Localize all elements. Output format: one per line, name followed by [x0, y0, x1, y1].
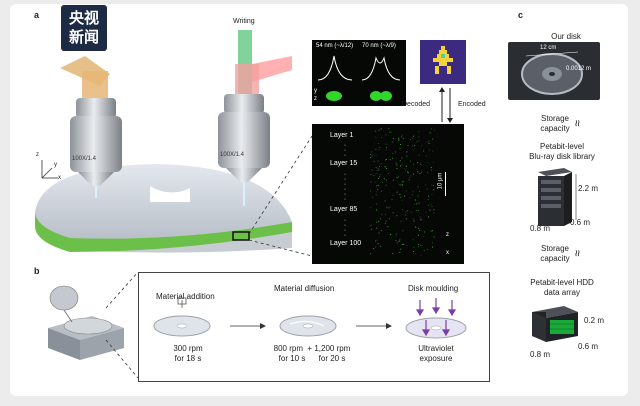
psf-label-left: 54 nm (~λ/12) — [316, 43, 354, 49]
disk-edge — [70, 222, 292, 252]
hdd-height-label: 0.2 m — [584, 316, 605, 325]
axis-gizmo — [41, 160, 58, 179]
psf-axis-y: y — [314, 88, 317, 94]
psf-plot — [317, 55, 401, 101]
step-3-title: Disk moulding — [408, 284, 459, 293]
layer-dots-1: ··· — [343, 142, 347, 159]
approx-icon-2: ≈ — [570, 249, 585, 257]
layer-label-1: Layer 1 — [330, 132, 354, 139]
layer-dots-2: ······ — [343, 171, 347, 203]
layer-stack-panel — [312, 124, 464, 264]
bluray-depth-label: 0.6 m — [570, 218, 591, 227]
pixel-figure-icon — [433, 46, 453, 74]
layer-dot-texture — [370, 128, 435, 256]
approx-icon-1: ≈ — [570, 119, 585, 127]
hdd-depth-label: 0.6 m — [578, 342, 599, 351]
encoded-label: Encoded — [458, 101, 486, 108]
layer-label-100: Layer 100 — [330, 240, 362, 247]
process-disks — [153, 297, 467, 339]
zoom-connector-lines — [105, 271, 139, 379]
disk-writing-illustration — [35, 30, 313, 257]
scale-bar-label: 10 μm — [437, 172, 444, 190]
step-1-title: Material addition — [156, 292, 215, 301]
storage-capacity-label-1: Storage capacity — [540, 114, 570, 133]
step-2-title: Material diffusion — [274, 284, 335, 293]
objective-right — [224, 94, 264, 114]
bluray-library-title: Petabit-level Blu-ray disk library — [529, 142, 595, 161]
bluray-width-label: 0.8 m — [530, 224, 551, 233]
layer-dots-3: ···· — [343, 217, 347, 239]
step-3-desc: Ultraviolet exposure — [418, 344, 454, 363]
objective-left — [76, 98, 116, 118]
axis-z-label: z — [36, 152, 39, 158]
step-1-desc: 300 rpm for 18 s — [173, 344, 203, 363]
objective-label-left: 100X/1.4 — [72, 156, 97, 162]
layer-label-15: Layer 15 — [330, 160, 358, 167]
panel-label-a: a — [34, 10, 40, 20]
cctv-news-logo: 央视 新闻 — [61, 5, 107, 51]
codec-arrows — [439, 87, 453, 123]
writing-label: Writing — [233, 18, 255, 25]
stack-axis-x: x — [446, 250, 449, 256]
spin-coater-icon — [48, 285, 124, 360]
psf-label-right: 70 nm (~λ/9) — [362, 43, 396, 49]
psf-axis-z: z — [314, 96, 317, 102]
axis-x-label: x — [58, 175, 61, 181]
panel-label-c: c — [518, 10, 524, 20]
hdd-array-title: Petabit-level HDD data array — [530, 278, 594, 297]
storage-capacity-label-2: Storage capacity — [540, 244, 570, 263]
hdd-array-icon — [532, 306, 578, 342]
hdd-width-label: 0.8 m — [530, 350, 551, 359]
axis-y-label: y — [54, 162, 57, 168]
objective-label-right: 100X/1.4 — [220, 152, 245, 158]
zoom-region-box — [232, 231, 250, 241]
disk-thickness-label: 0.0012 m — [566, 66, 592, 72]
scale-bar — [445, 172, 446, 196]
bluray-rack-icon — [538, 168, 577, 226]
bluray-height-label: 2.2 m — [578, 184, 599, 193]
reading-beam-right — [252, 56, 292, 82]
decoded-label: Decoded — [402, 101, 431, 108]
stack-axis-z: z — [446, 232, 449, 238]
layer-label-85: Layer 85 — [330, 206, 358, 213]
disk-photo-art — [521, 51, 583, 95]
disk-width-label: 12 cm — [540, 45, 557, 51]
panel-label-b: b — [34, 266, 40, 276]
step-2-desc: 800 rpm + 1,200 rpm for 10 s for 20 s — [273, 344, 351, 363]
our-disk-label: Our disk — [551, 32, 581, 41]
